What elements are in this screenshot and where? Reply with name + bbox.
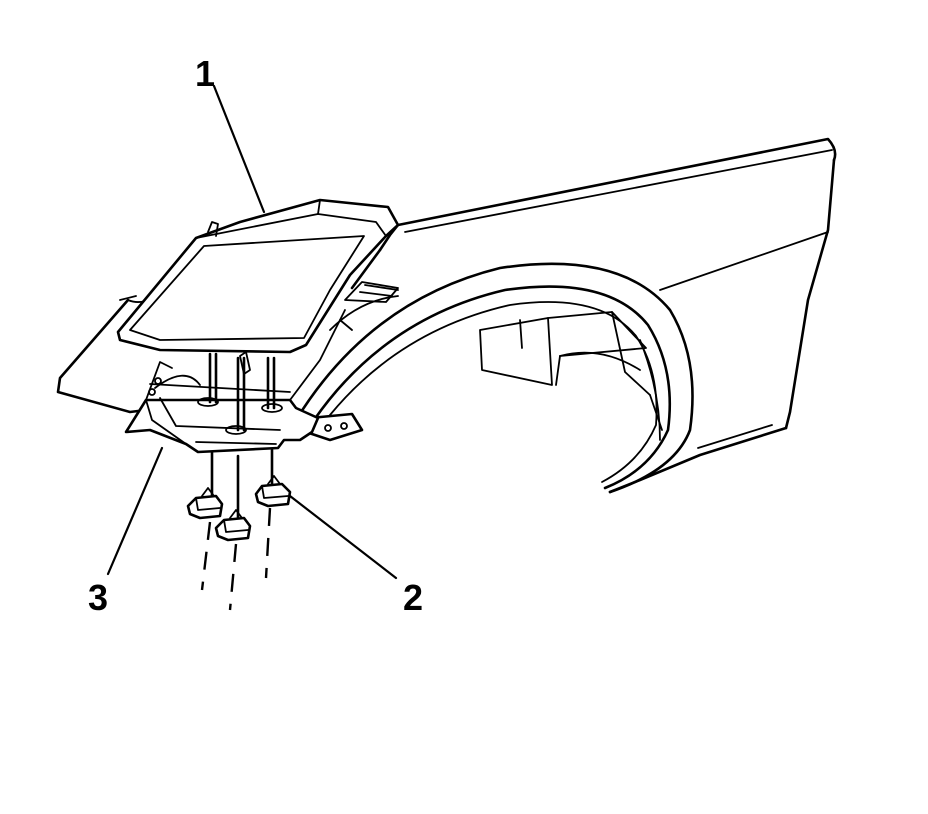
- nut: [214, 509, 252, 542]
- fender: [289, 137, 837, 494]
- lamp-bracket: [124, 361, 320, 454]
- nut: [254, 475, 292, 508]
- lamp-assembly: [116, 198, 400, 432]
- callout-2-label: 2: [403, 577, 423, 618]
- alignment-lines: [200, 507, 272, 611]
- nut: [186, 487, 224, 520]
- stud-lines: [210, 448, 274, 520]
- callout-3: 3: [88, 446, 164, 618]
- callout-1-label: 1: [195, 53, 215, 94]
- callout-1: 1: [195, 53, 266, 214]
- callout-3-label: 3: [88, 577, 108, 618]
- callout-2: 2: [288, 494, 423, 618]
